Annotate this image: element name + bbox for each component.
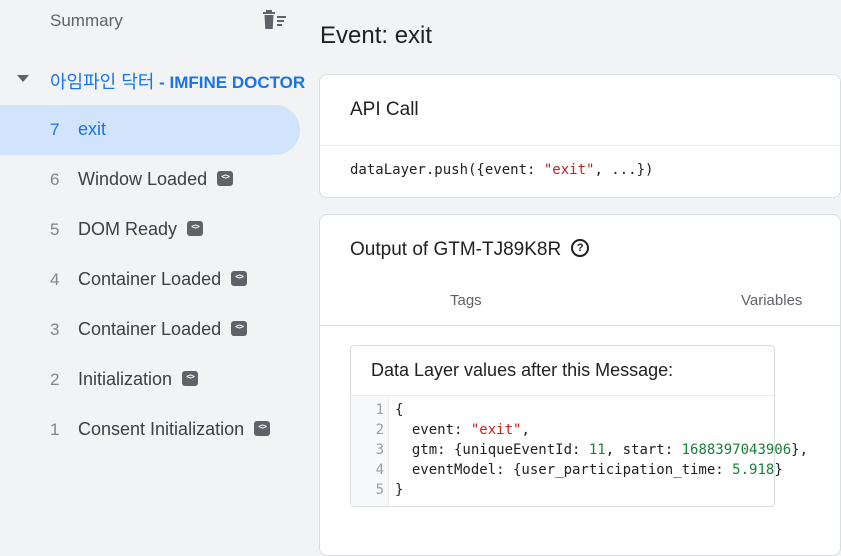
code-text: event: xyxy=(395,422,471,438)
code-line: } xyxy=(395,482,404,498)
event-label-wrap: Container Loaded xyxy=(78,269,248,290)
code-line: event: "exit", xyxy=(395,422,530,438)
event-item-container-loaded-3[interactable]: 3 Container Loaded xyxy=(0,305,300,355)
line-number: 1 xyxy=(375,402,384,418)
event-label-wrap: DOM Ready xyxy=(78,219,204,240)
code-text: , start: xyxy=(605,442,682,458)
code-number: 1688397043906 xyxy=(681,442,792,458)
data-layer-box: Data Layer values after this Message: 1 … xyxy=(350,345,808,507)
code-line: gtm: {uniqueEventId: 11, start: 16883970… xyxy=(395,442,808,458)
data-layer-title: Data Layer values after this Message: xyxy=(371,360,674,380)
container-name-korean: 아임파인 닥터 xyxy=(50,72,155,92)
line-number-gutter: 1 2 3 4 5 xyxy=(351,396,389,506)
line-number: 4 xyxy=(375,462,384,478)
divider xyxy=(351,395,774,396)
code-text: eventModel: {user_participation_time: xyxy=(395,462,733,478)
event-number: 2 xyxy=(50,370,60,389)
event-number: 3 xyxy=(50,320,60,339)
event-label: Container Loaded xyxy=(78,269,222,289)
tab-tags[interactable]: Tags xyxy=(450,292,482,309)
event-item-container-loaded-4[interactable]: 4 Container Loaded xyxy=(0,255,300,305)
event-label: Consent Initialization xyxy=(78,419,245,439)
event-item-exit[interactable]: 7 exit xyxy=(0,105,300,155)
output-header: Output of GTM-TJ89K8R xyxy=(350,239,590,261)
event-label-wrap: Container Loaded xyxy=(78,319,248,340)
code-string: "exit" xyxy=(543,162,595,178)
code-badge-icon xyxy=(254,421,271,437)
event-number: 5 xyxy=(50,220,60,239)
clear-messages-icon[interactable] xyxy=(262,9,288,31)
help-icon[interactable] xyxy=(571,239,590,258)
code-text: } xyxy=(774,462,783,478)
code-text: gtm: {uniqueEventId: xyxy=(395,442,589,458)
output-header-text: Output of GTM-TJ89K8R xyxy=(350,239,562,260)
event-label: Initialization xyxy=(78,369,173,389)
event-label: Window Loaded xyxy=(78,169,208,189)
api-call-header: API Call xyxy=(350,99,419,120)
code-text: }, xyxy=(791,442,809,458)
event-number: 7 xyxy=(50,120,60,139)
code-line: { xyxy=(395,402,404,418)
event-item-dom-ready[interactable]: 5 DOM Ready xyxy=(0,205,300,255)
output-card: Output of GTM-TJ89K8R Tags Variables Dat… xyxy=(319,214,841,556)
event-number: 4 xyxy=(50,270,60,289)
event-number: 1 xyxy=(50,420,60,439)
code-badge-icon xyxy=(231,271,248,287)
divider xyxy=(320,145,840,146)
event-item-consent-initialization[interactable]: 1 Consent Initialization xyxy=(0,405,300,455)
code-string: "exit" xyxy=(470,422,522,438)
event-label: DOM Ready xyxy=(78,219,178,239)
sidebar: Summary 아임파인 닥터 - IMFINE DOCTOR 7 exit 6… xyxy=(0,0,305,538)
caret-down-icon[interactable] xyxy=(17,75,29,82)
tab-divider xyxy=(320,325,840,326)
code-badge-icon xyxy=(231,321,248,337)
code-number: 11 xyxy=(588,442,606,458)
event-item-window-loaded[interactable]: 6 Window Loaded xyxy=(0,155,300,205)
container-row[interactable]: 아임파인 닥터 - IMFINE DOCTOR xyxy=(0,58,305,98)
event-label-wrap: Consent Initialization xyxy=(78,419,271,440)
code-text: dataLayer.push({event: xyxy=(350,162,544,178)
event-label-wrap: Window Loaded xyxy=(78,169,234,190)
code-badge-icon xyxy=(187,221,204,237)
api-call-card: API Call dataLayer.push({event: "exit", … xyxy=(319,74,841,198)
container-name-suffix: - IMFINE DOCTOR xyxy=(154,73,306,92)
tab-variables[interactable]: Variables xyxy=(741,292,803,309)
line-number: 2 xyxy=(375,422,384,438)
api-call-code: dataLayer.push({event: "exit", ...}) xyxy=(350,162,653,178)
summary-row[interactable]: Summary xyxy=(0,0,300,40)
code-badge-icon xyxy=(182,371,199,387)
event-number: 6 xyxy=(50,170,60,189)
code-line: eventModel: {user_participation_time: 5.… xyxy=(395,462,783,478)
line-number: 3 xyxy=(375,442,384,458)
page-title: Event: exit xyxy=(320,22,433,49)
code-badge-icon xyxy=(217,171,234,187)
summary-label: Summary xyxy=(50,11,123,30)
code-text: , xyxy=(521,422,530,438)
line-number: 5 xyxy=(375,482,384,498)
code-number: 5.918 xyxy=(732,462,775,478)
code-text: , ...}) xyxy=(594,162,654,178)
event-label: exit xyxy=(78,119,107,139)
container-name: 아임파인 닥터 - IMFINE DOCTOR xyxy=(50,68,305,94)
event-label-wrap: Initialization xyxy=(78,369,199,390)
event-item-initialization[interactable]: 2 Initialization xyxy=(0,355,300,405)
event-label: Container Loaded xyxy=(78,319,222,339)
